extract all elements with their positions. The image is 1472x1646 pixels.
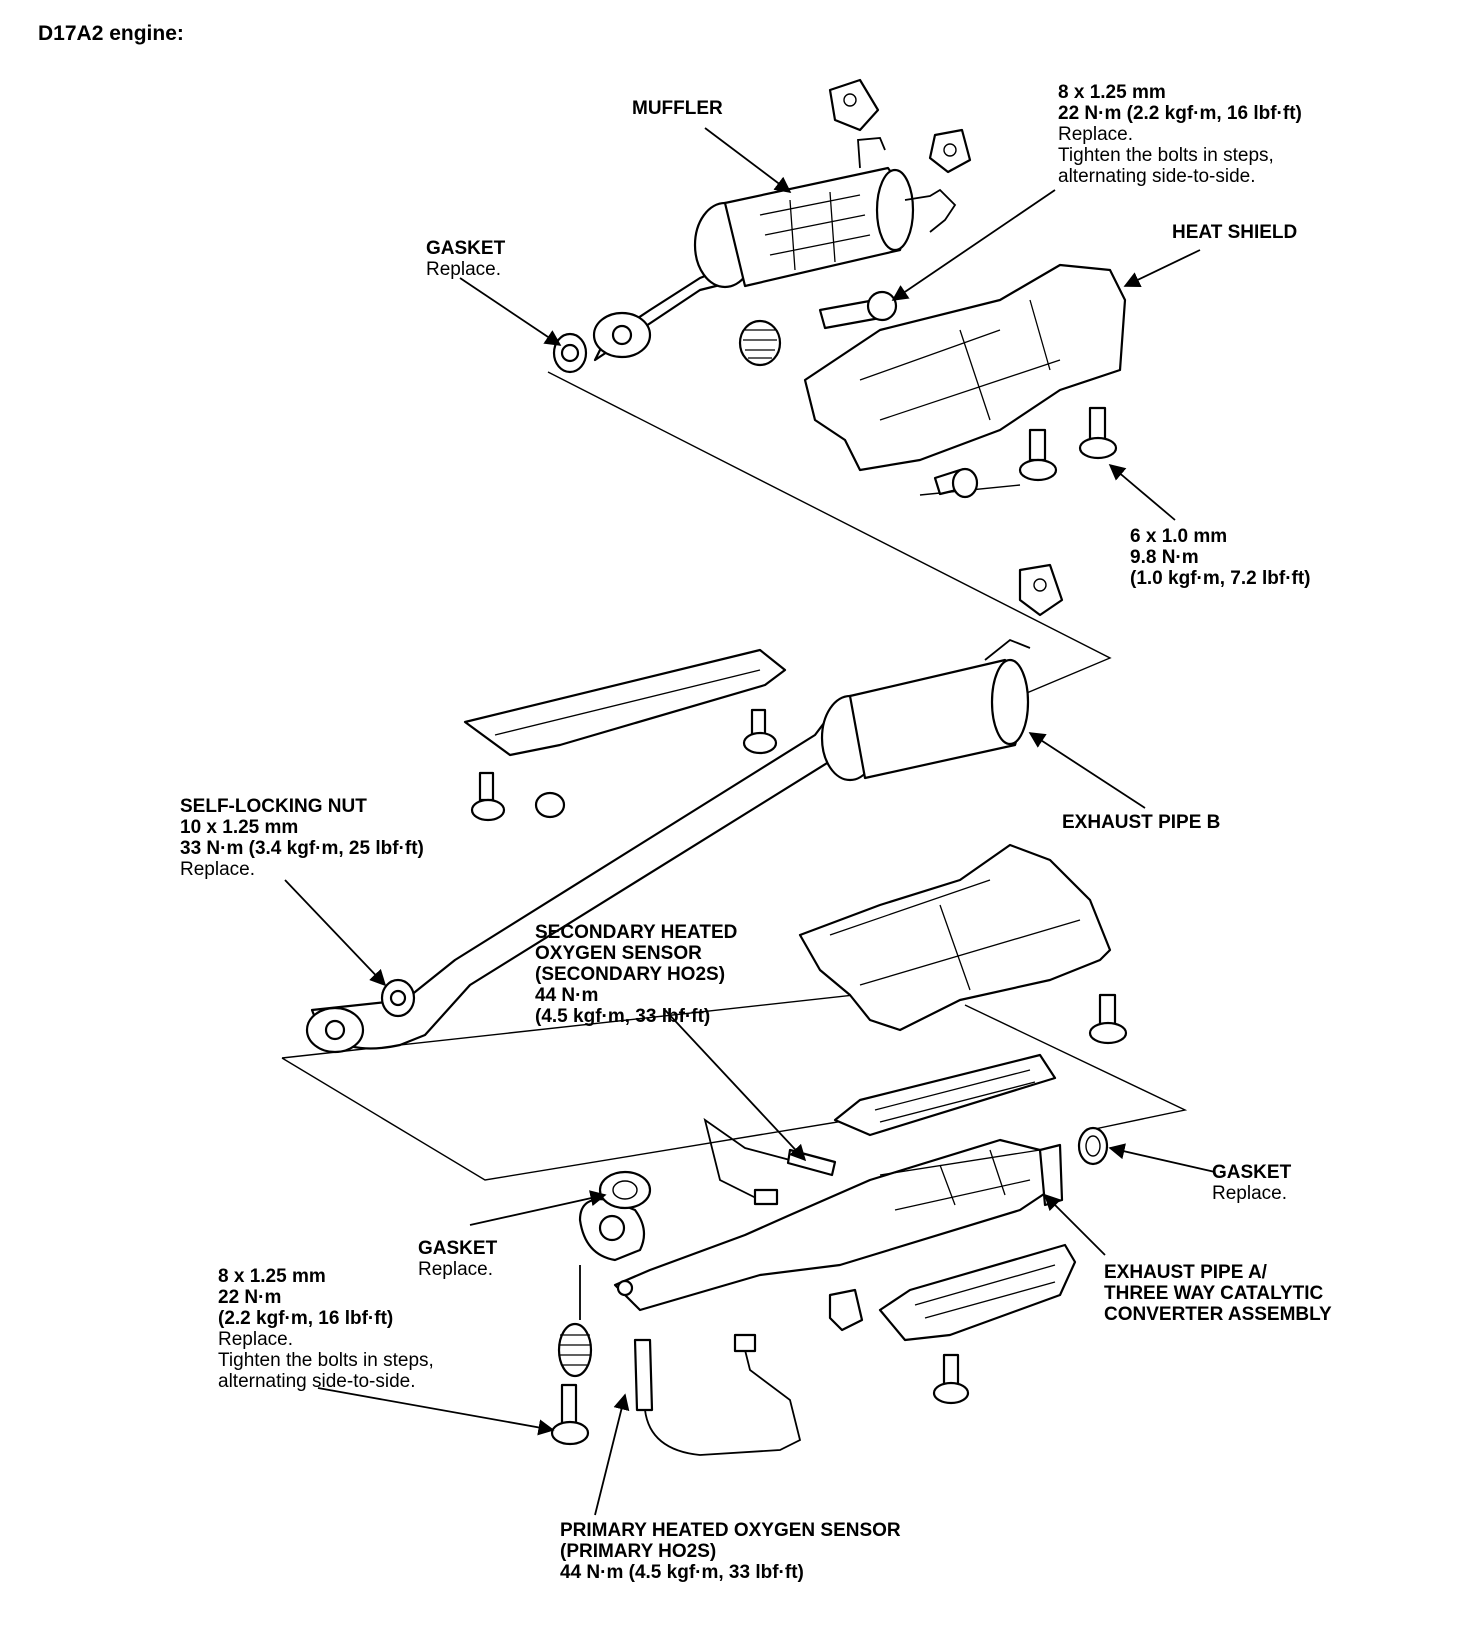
front-bolt-torque2: (2.2 kgf·m, 16 lbf·ft) xyxy=(218,1308,394,1329)
shield-bolt-torque2: (1.0 kgf·m, 7.2 lbf·ft) xyxy=(1130,568,1311,589)
gasket-front-name: GASKET xyxy=(418,1238,498,1259)
front-bolt-note1: Replace. xyxy=(218,1329,293,1350)
label-gasket-front: GASKET Replace. xyxy=(418,1238,497,1280)
self-locking-nut-torque: 33 N·m (3.4 kgf·m, 25 lbf·ft) xyxy=(180,838,424,859)
muffler-bolt-note2: Tighten the bolts in steps, xyxy=(1058,145,1274,166)
gasket-muffler-name: GASKET xyxy=(426,238,506,259)
primary-ho2s-line1: PRIMARY HEATED OXYGEN SENSOR xyxy=(560,1520,901,1541)
label-secondary-ho2s: SECONDARY HEATED OXYGEN SENSOR (SECONDAR… xyxy=(535,922,737,1027)
converter-upper-cover xyxy=(833,1053,1057,1137)
gasket-front-part xyxy=(598,1170,652,1210)
label-gasket-right: GASKET Replace. xyxy=(1212,1162,1291,1204)
rubber-hangers-top xyxy=(828,78,972,174)
secondary-ho2s-line5: (4.5 kgf·m, 33 lbf·ft) xyxy=(535,1006,711,1027)
label-shield-bolt-spec: 6 x 1.0 mm 9.8 N·m (1.0 kgf·m, 7.2 lbf·f… xyxy=(1130,526,1311,589)
exhaust-pipe-a-line2: THREE WAY CATALYTIC xyxy=(1104,1283,1324,1304)
rubber-hanger-mid xyxy=(1018,563,1064,617)
muffler-part xyxy=(552,137,957,374)
primary-ho2s-part xyxy=(633,1333,802,1456)
exhaust-pipe-a-line3: CONVERTER ASSEMBLY xyxy=(1104,1304,1332,1325)
muffler-bolt-size: 8 x 1.25 mm xyxy=(1058,82,1166,103)
label-front-bolt-spec: 8 x 1.25 mm 22 N·m (2.2 kgf·m, 16 lbf·ft… xyxy=(218,1266,434,1392)
secondary-ho2s-line3: (SECONDARY HO2S) xyxy=(535,964,726,985)
secondary-ho2s-line1: SECONDARY HEATED xyxy=(535,922,738,943)
page-title: D17A2 engine: xyxy=(38,22,184,45)
mid-bracket-part xyxy=(463,648,787,822)
front-bolt-torque1: 22 N·m xyxy=(218,1287,282,1308)
gasket-right-note: Replace. xyxy=(1212,1183,1287,1204)
self-locking-nut-size: 10 x 1.25 mm xyxy=(180,817,299,838)
converter-lower-cover xyxy=(828,1243,1077,1405)
label-primary-ho2s: PRIMARY HEATED OXYGEN SENSOR (PRIMARY HO… xyxy=(560,1520,901,1583)
exhaust-pipe-b-part xyxy=(305,638,1031,1054)
muffler-bolt-note3: alternating side-to-side. xyxy=(1058,166,1256,187)
muffler-name: MUFFLER xyxy=(632,98,723,119)
muffler-bolt-torque: 22 N·m (2.2 kgf·m, 16 lbf·ft) xyxy=(1058,103,1302,124)
label-self-locking-nut: SELF-LOCKING NUT 10 x 1.25 mm 33 N·m (3.… xyxy=(180,796,424,880)
front-bolt-note2: Tighten the bolts in steps, xyxy=(218,1350,434,1371)
secondary-ho2s-line2: OXYGEN SENSOR xyxy=(535,943,702,964)
gasket-right-part xyxy=(1077,1126,1109,1166)
muffler-bolt-note1: Replace. xyxy=(1058,124,1133,145)
front-bolt-size: 8 x 1.25 mm xyxy=(218,1266,326,1287)
label-exhaust-pipe-a: EXHAUST PIPE A/ THREE WAY CATALYTIC CONV… xyxy=(1104,1262,1332,1325)
heat-shield-lower-part xyxy=(798,843,1128,1045)
shield-bolts-top xyxy=(933,406,1118,499)
leader-arrows xyxy=(284,127,1216,1516)
self-locking-nut-note: Replace. xyxy=(180,859,255,880)
primary-ho2s-line2: (PRIMARY HO2S) xyxy=(560,1541,717,1562)
gasket-muffler-note: Replace. xyxy=(426,259,501,280)
assembly-guide-lines xyxy=(281,371,1188,1181)
heat-shield-name: HEAT SHIELD xyxy=(1172,222,1298,243)
muffler-bolts-springs xyxy=(738,290,898,367)
secondary-ho2s-line4: 44 N·m xyxy=(535,985,599,1006)
label-exhaust-pipe-b: EXHAUST PIPE B xyxy=(1062,812,1220,833)
label-gasket-muffler: GASKET Replace. xyxy=(426,238,505,280)
exhaust-pipe-b-name: EXHAUST PIPE B xyxy=(1062,812,1221,833)
label-muffler-bolt-spec: 8 x 1.25 mm 22 N·m (2.2 kgf·m, 16 lbf·ft… xyxy=(1058,82,1302,187)
shield-bolt-torque1: 9.8 N·m xyxy=(1130,547,1199,568)
exhaust-pipe-a-line1: EXHAUST PIPE A/ xyxy=(1104,1262,1267,1283)
label-muffler: MUFFLER xyxy=(632,98,723,119)
heat-shield-part xyxy=(803,263,1127,472)
front-bolts-springs xyxy=(550,1265,593,1446)
gasket-front-note: Replace. xyxy=(418,1259,493,1280)
label-heat-shield: HEAT SHIELD xyxy=(1172,222,1297,243)
gasket-right-name: GASKET xyxy=(1212,1162,1292,1183)
self-locking-nut-name: SELF-LOCKING NUT xyxy=(180,796,367,817)
front-bolt-note3: alternating side-to-side. xyxy=(218,1371,416,1392)
shield-bolt-size: 6 x 1.0 mm xyxy=(1130,526,1228,547)
exhaust-pipe-a-part xyxy=(578,1138,1064,1312)
primary-ho2s-line3: 44 N·m (4.5 kgf·m, 33 lbf·ft) xyxy=(560,1562,804,1583)
